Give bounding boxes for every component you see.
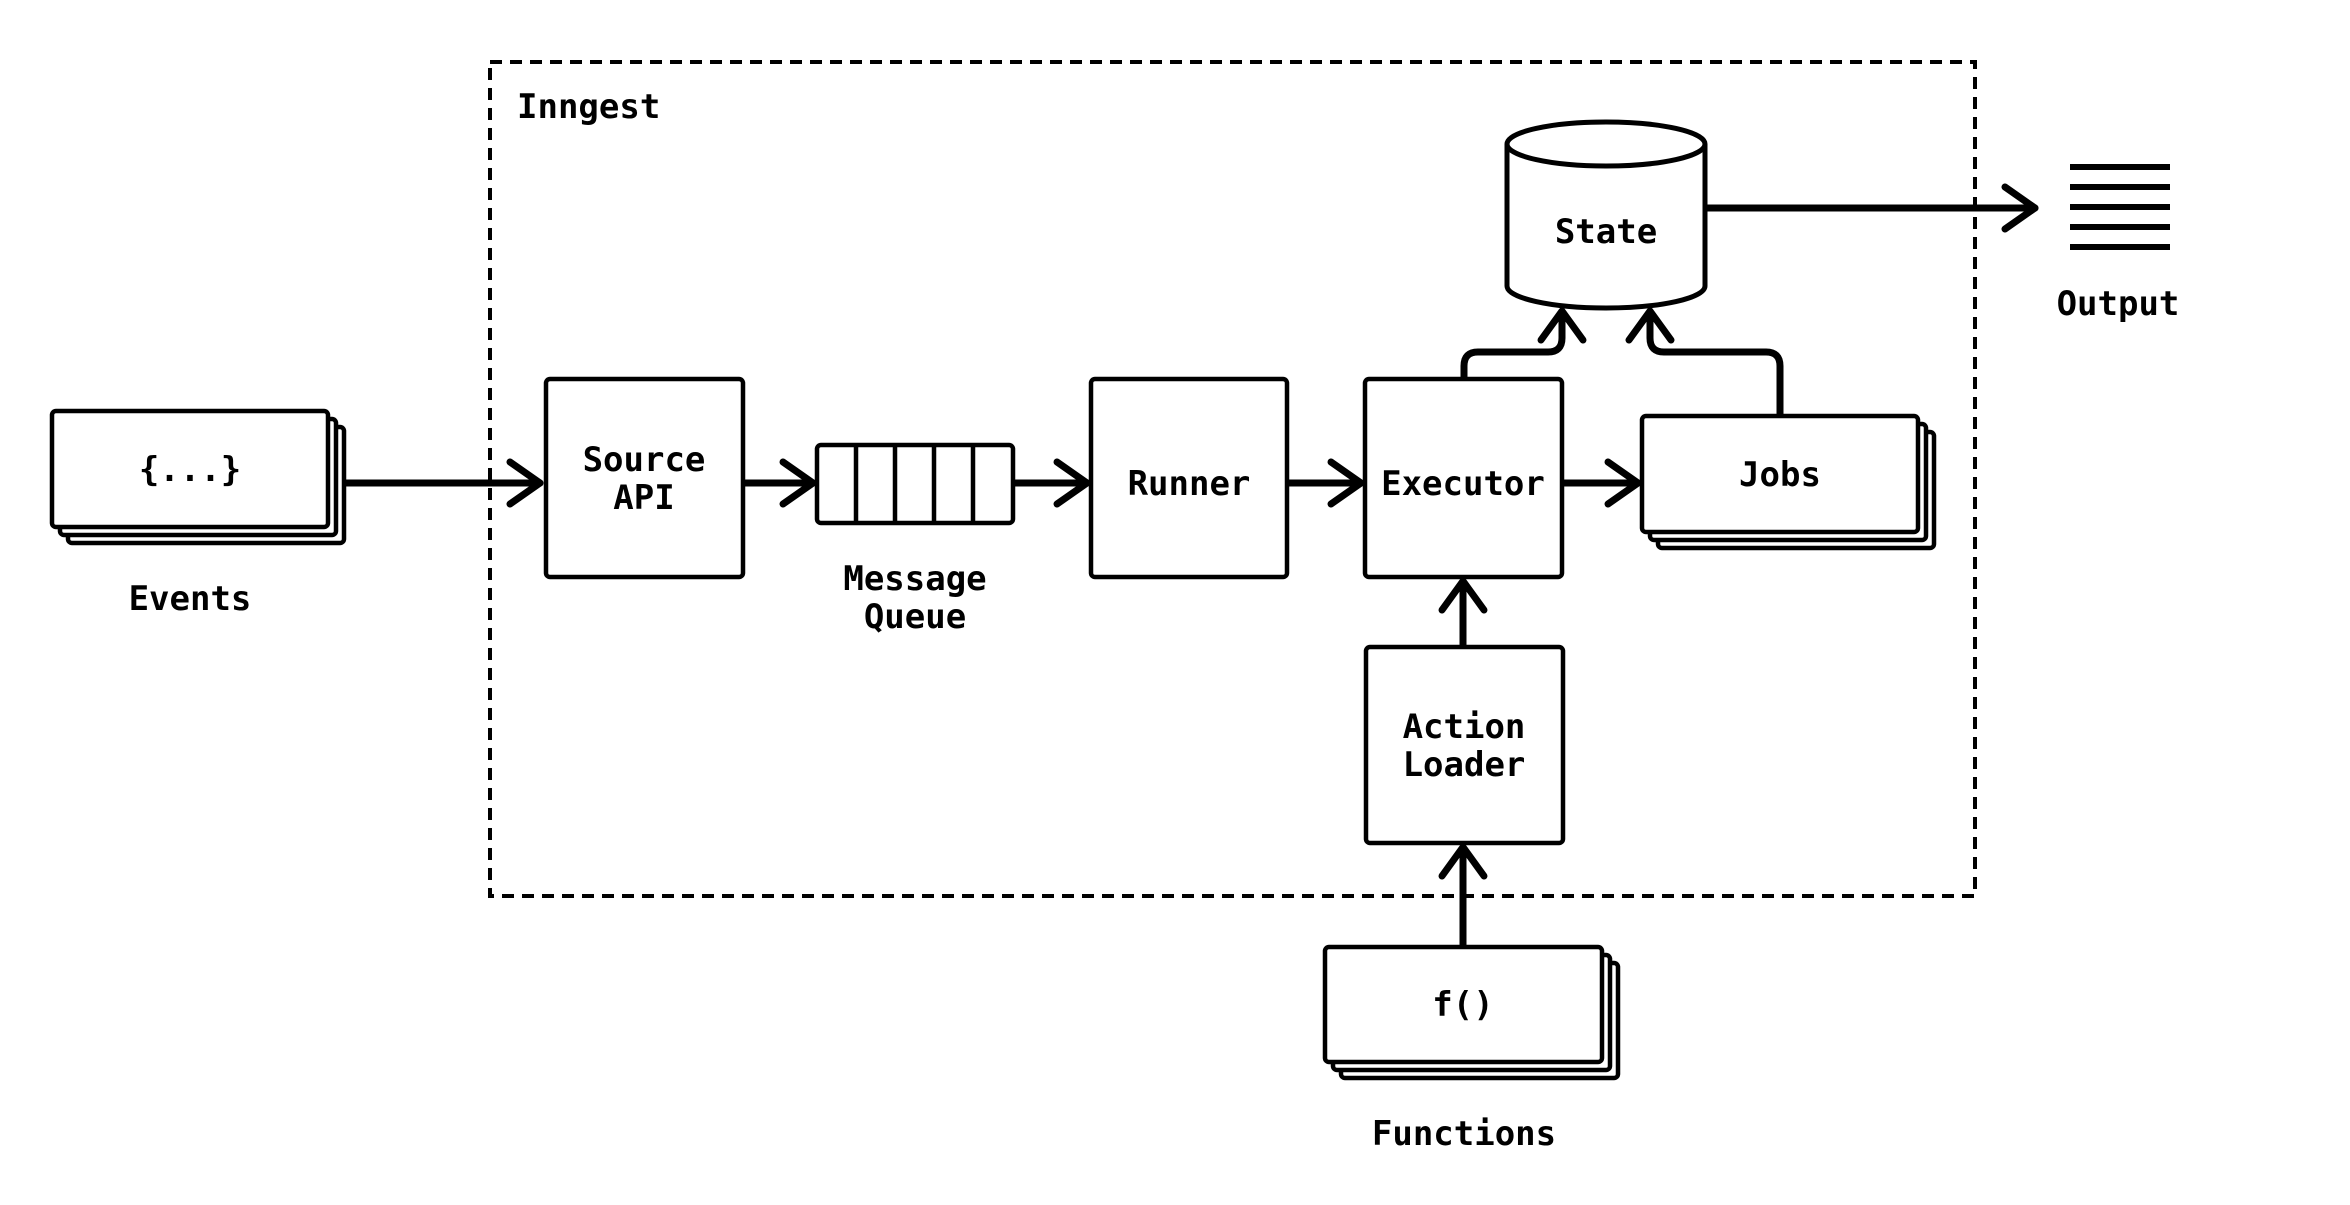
source-api-node: Source API xyxy=(543,376,746,580)
arrow-executor-to-jobs xyxy=(1558,458,1642,508)
arrow-runner-to-executor xyxy=(1283,458,1365,508)
action-loader-label-line1: Action xyxy=(1403,707,1526,747)
functions-node: f() Functions xyxy=(1322,944,1621,1154)
cylinder-body xyxy=(1504,144,1708,311)
events-caption: Events xyxy=(129,579,252,619)
output-node: Output xyxy=(2057,164,2180,324)
arrow-jobs-to-state xyxy=(1625,307,1784,420)
output-caption: Output xyxy=(2057,284,2180,324)
arrow-functions-to-action-loader xyxy=(1438,843,1488,951)
stack-layer xyxy=(1322,944,1605,1065)
arrow-executor-to-state xyxy=(1460,307,1587,383)
jobs-label: Jobs xyxy=(1739,455,1821,495)
jobs-node: Jobs xyxy=(1639,413,1937,551)
stacked-documents-icon xyxy=(1639,413,1937,551)
output-lines-icon xyxy=(2070,164,2170,250)
message-queue-caption-line1: Message xyxy=(843,559,986,599)
queue-outline xyxy=(814,442,1016,526)
action-loader-box xyxy=(1363,644,1566,846)
functions-caption: Functions xyxy=(1372,1114,1556,1154)
executor-node: Executor xyxy=(1362,376,1565,580)
message-queue-icon xyxy=(814,442,1016,526)
source-api-box xyxy=(543,376,746,580)
arrow-head xyxy=(1537,307,1587,344)
message-queue-caption-line2: Queue xyxy=(864,597,966,637)
arrow-head xyxy=(1327,458,1365,508)
arrow-head xyxy=(2001,183,2039,233)
executor-label: Executor xyxy=(1381,464,1545,504)
arrow-head xyxy=(1604,458,1642,508)
inngest-boundary xyxy=(488,60,1977,898)
database-icon xyxy=(1504,119,1708,311)
arrow-head xyxy=(779,458,817,508)
arrow-message-queue-to-runner xyxy=(1009,458,1091,508)
arrow-head xyxy=(1438,577,1488,614)
arrow-state-to-output xyxy=(1701,183,2039,233)
functions-icon-text: f() xyxy=(1432,985,1493,1025)
runner-box xyxy=(1088,376,1290,580)
source-api-label-line1: Source xyxy=(583,440,706,480)
arrow-head xyxy=(1625,307,1675,344)
arrow-source-api-to-message-queue xyxy=(739,458,817,508)
stack-layer xyxy=(49,408,331,530)
runner-node: Runner xyxy=(1088,376,1290,580)
source-api-label-line2: API xyxy=(613,478,674,518)
stacked-documents-icon xyxy=(49,408,347,546)
action-loader-label-line2: Loader xyxy=(1403,745,1526,785)
arrow-head xyxy=(1438,843,1488,880)
stacked-documents-icon xyxy=(1322,944,1621,1081)
events-node: {...} Events xyxy=(49,408,347,619)
arrow-action-loader-to-executor xyxy=(1438,577,1488,651)
state-node: State xyxy=(1504,119,1708,311)
arrow-line xyxy=(1460,308,1566,383)
arrow-head xyxy=(1053,458,1091,508)
message-queue-node: Message Queue xyxy=(814,442,1016,637)
state-label: State xyxy=(1555,212,1657,252)
events-json-text: {...} xyxy=(139,450,241,490)
arrow-line xyxy=(1646,308,1784,420)
cylinder-top xyxy=(1504,119,1708,169)
stack-layer xyxy=(1639,413,1921,535)
inngest-label: Inngest xyxy=(517,87,660,127)
runner-label: Runner xyxy=(1128,464,1251,504)
arrow-head xyxy=(506,458,544,508)
action-loader-node: Action Loader xyxy=(1363,644,1566,846)
executor-box xyxy=(1362,376,1565,580)
arrow-events-to-source-api xyxy=(339,458,544,508)
